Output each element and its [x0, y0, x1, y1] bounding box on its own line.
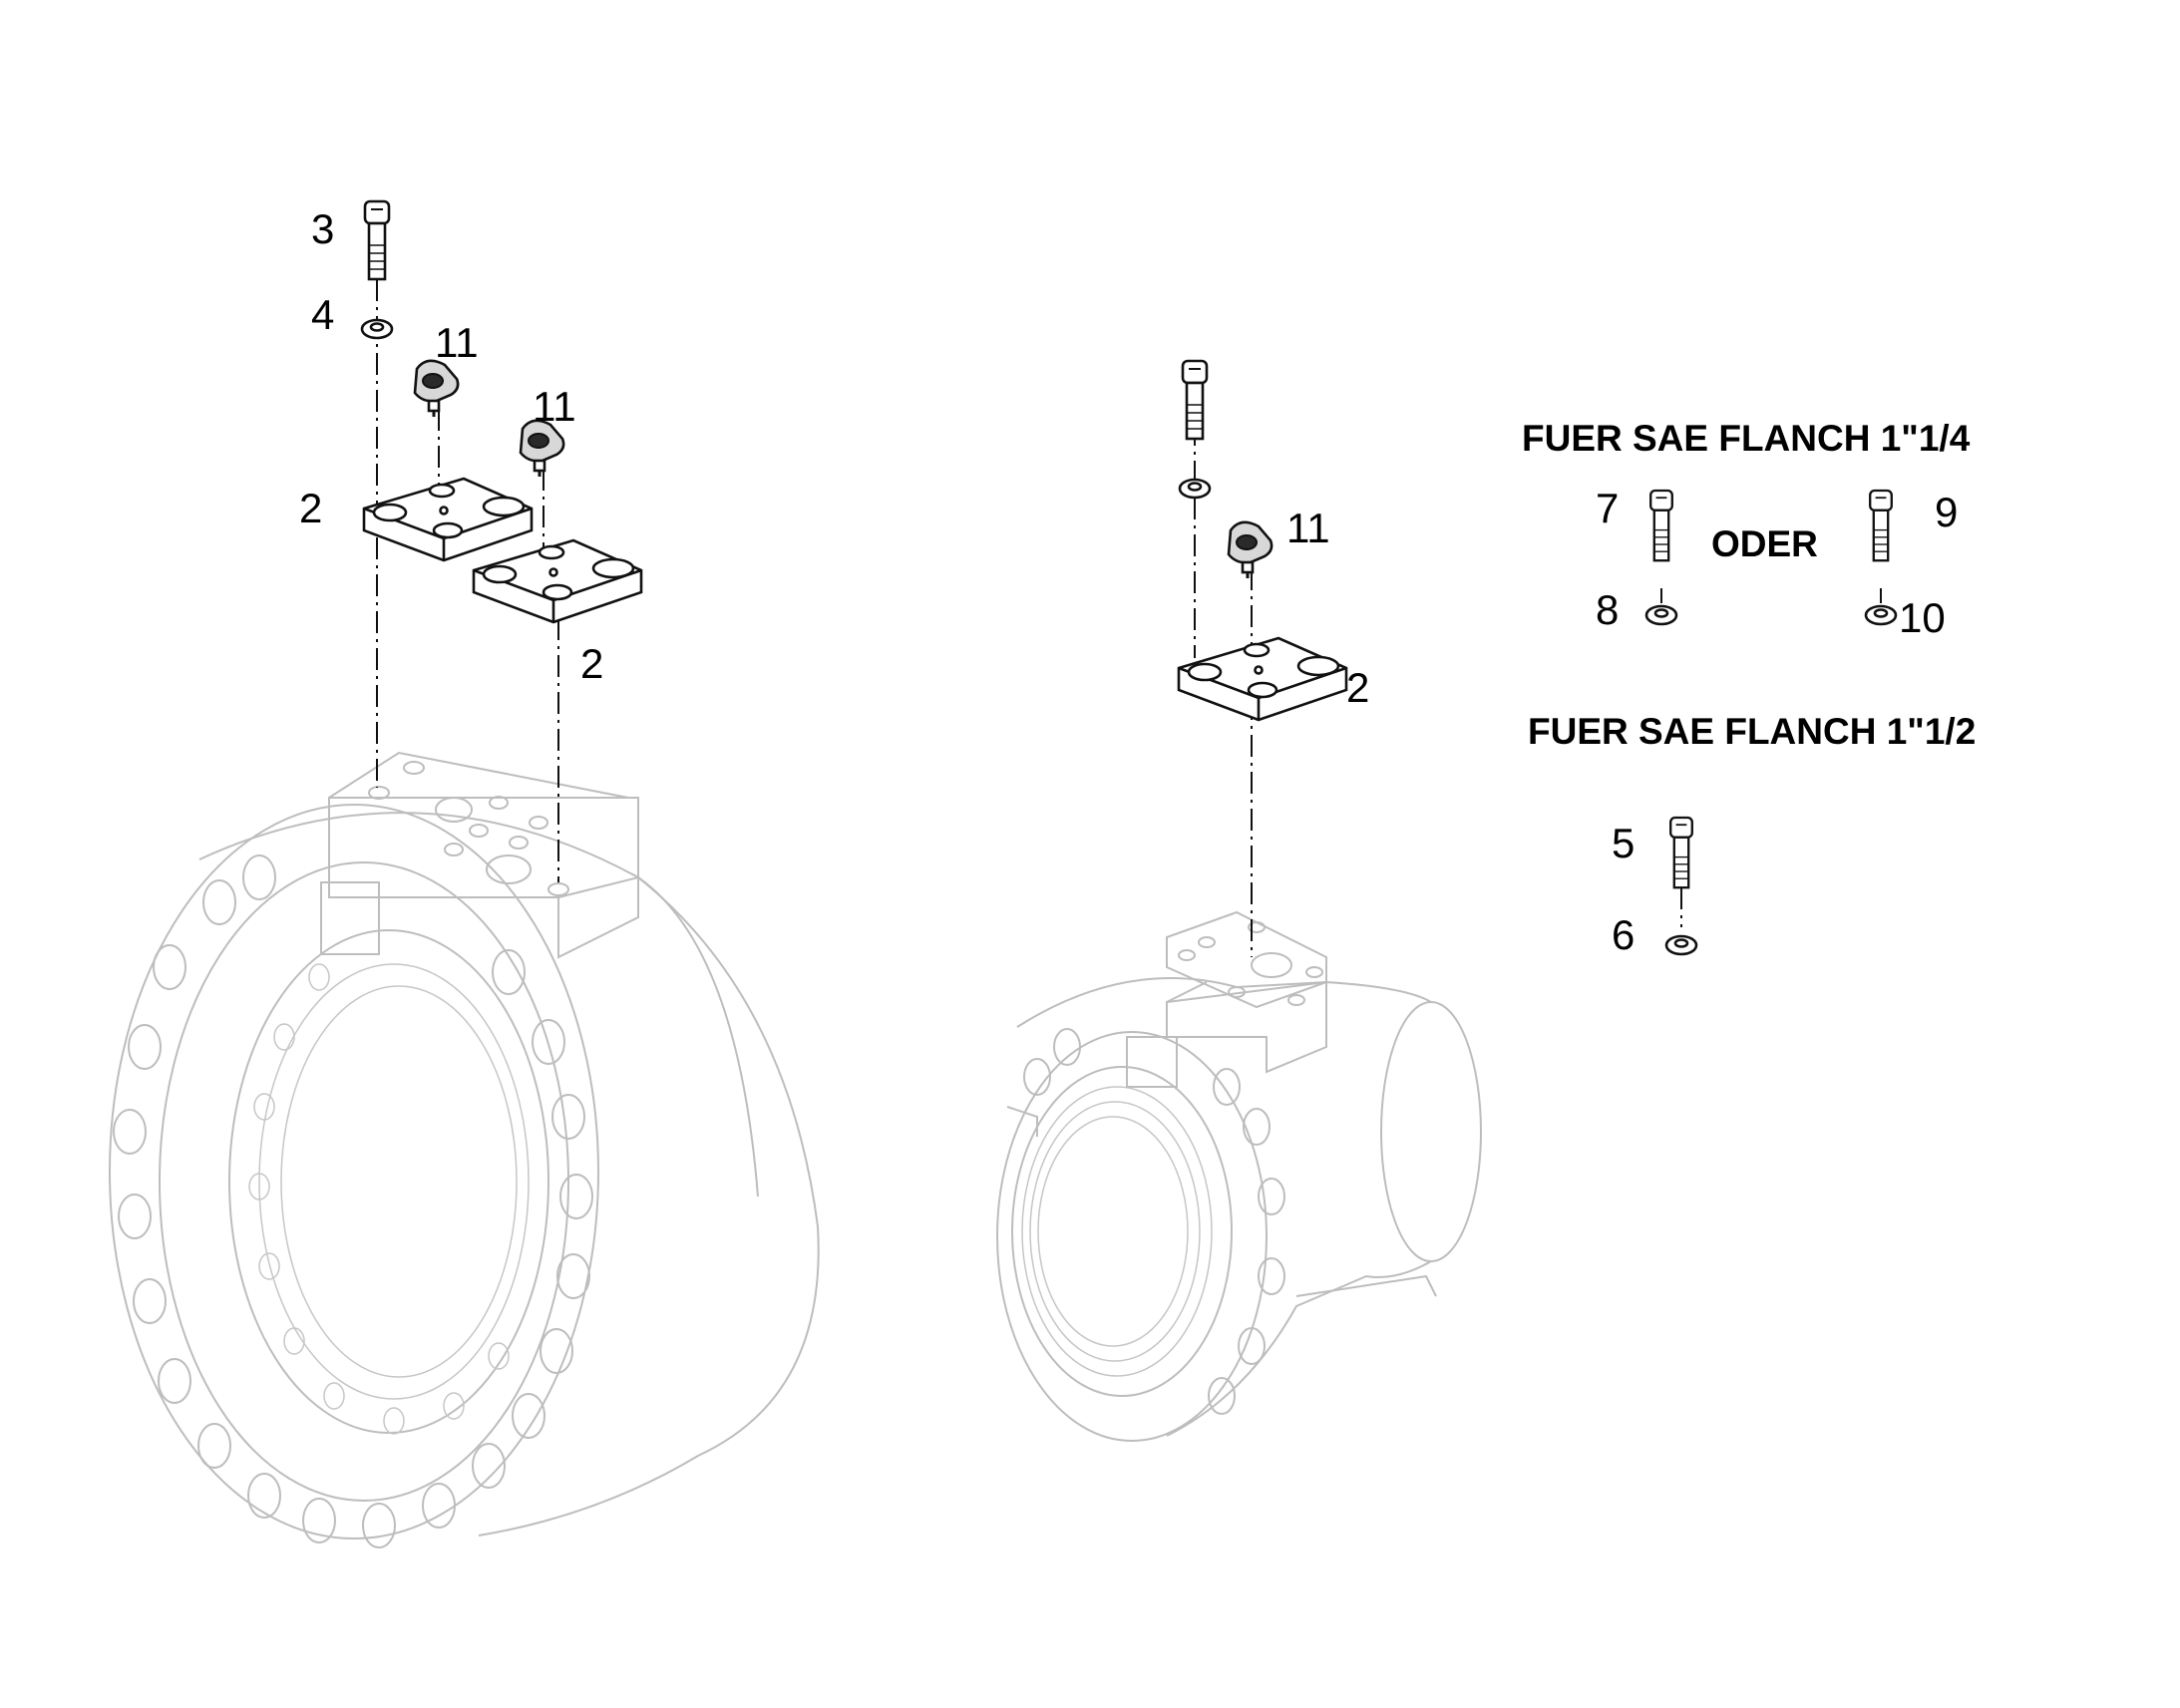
- callout-6: 6: [1612, 911, 1635, 958]
- callout-10: 10: [1899, 594, 1946, 641]
- callout-11: 11: [435, 319, 479, 366]
- flange-plate-icon: [1177, 636, 1348, 722]
- sensor-icon: [1227, 520, 1273, 580]
- callout-11: 11: [533, 383, 576, 430]
- callout-2: 2: [580, 640, 603, 687]
- callout-9: 9: [1935, 489, 1958, 535]
- washer-icon: [1644, 604, 1678, 626]
- flange-b-title: FUER SAE FLANCH 1"1/2: [1528, 711, 1976, 752]
- large-motor-housing: [109, 751, 820, 1548]
- callout-3: 3: [311, 205, 334, 252]
- socket-head-bolt-icon: [1869, 489, 1893, 562]
- socket-head-bolt-icon: [363, 199, 391, 281]
- left-exploded-parts: [360, 199, 643, 624]
- callout-labels: 3 4 11 11 2 2 11 2 7 8 9 10 5 6: [299, 205, 1958, 958]
- flange-a-title: FUER SAE FLANCH 1"1/4: [1522, 418, 1971, 459]
- callout-4: 4: [311, 291, 334, 338]
- callout-2: 2: [299, 485, 322, 531]
- flange-plate-icon: [362, 477, 534, 562]
- socket-head-bolt-icon: [1649, 489, 1673, 562]
- callout-2: 2: [1346, 664, 1369, 711]
- callout-8: 8: [1596, 586, 1619, 633]
- socket-head-bolt-icon: [1181, 359, 1209, 441]
- callout-7: 7: [1596, 485, 1619, 531]
- washer-icon: [360, 318, 394, 340]
- small-motor-housing: [996, 910, 1482, 1442]
- sensor-icon: [413, 359, 460, 419]
- or-label: ODER: [1711, 523, 1818, 564]
- washer-icon: [1664, 934, 1698, 956]
- washer-icon: [1178, 478, 1212, 500]
- callout-11: 11: [1286, 505, 1330, 551]
- socket-head-bolt-icon: [1669, 816, 1693, 889]
- flange-plate-icon: [472, 538, 643, 624]
- callout-5: 5: [1612, 820, 1635, 866]
- flange-notes: FUER SAE FLANCH 1"1/4 ODER FUER SAE FLAN…: [1522, 418, 1976, 752]
- washer-icon: [1864, 604, 1898, 626]
